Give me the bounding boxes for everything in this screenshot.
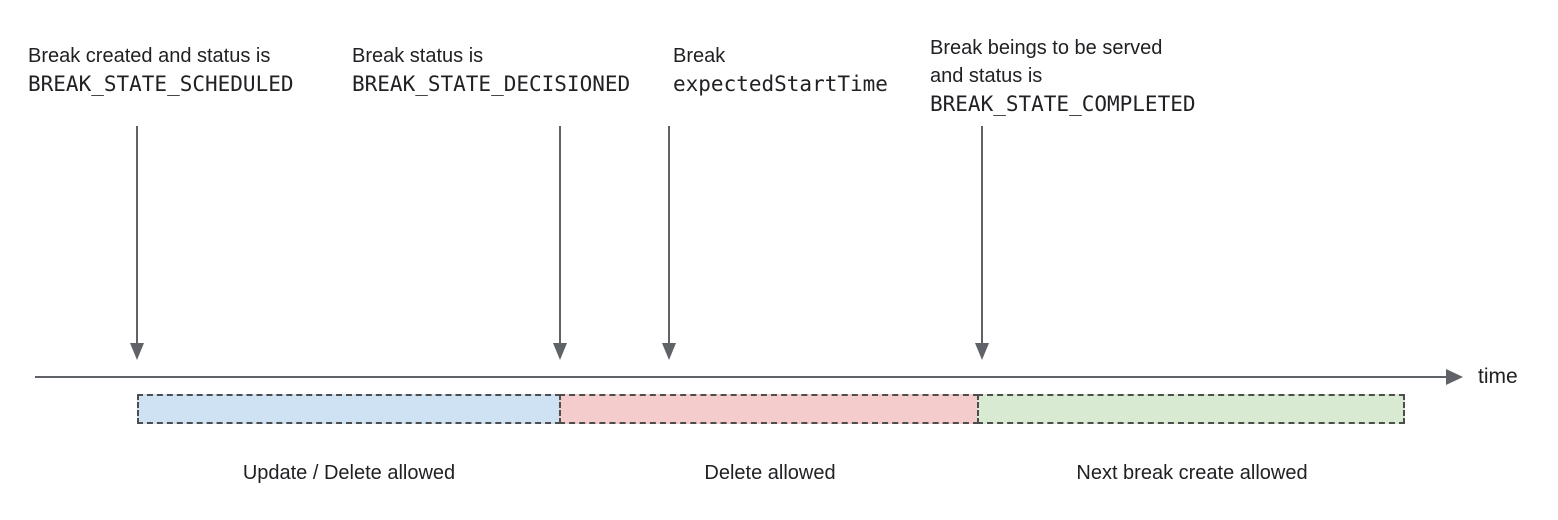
- time-axis-label: time: [1478, 365, 1518, 388]
- segment-update-delete-allowed: [137, 394, 561, 424]
- annotation-code-break-state-decisioned: BREAK_STATE_DECISIONED: [352, 72, 631, 96]
- annotation-break-scheduled: Break created and status is BREAK_STATE_…: [28, 42, 294, 98]
- segment-delete-allowed: [559, 394, 979, 424]
- annotation-code-expected-start-time: expectedStartTime: [673, 72, 888, 96]
- annotation-code-break-state-scheduled: BREAK_STATE_SCHEDULED: [28, 72, 294, 96]
- down-arrow-icon: [552, 126, 568, 360]
- annotation-code-break-state-completed: BREAK_STATE_COMPLETED: [930, 92, 1196, 116]
- arrow-head-icon: [553, 343, 567, 360]
- down-arrow-icon: [661, 126, 677, 360]
- annotation-break-decisioned: Break status is BREAK_STATE_DECISIONED: [352, 42, 630, 98]
- arrow-shaft: [668, 126, 670, 344]
- segment-label-next-break-create-allowed: Next break create allowed: [1076, 462, 1308, 484]
- annotation-text: Break: [673, 45, 726, 67]
- arrow-head-icon: [130, 343, 144, 360]
- arrow-head-icon: [662, 343, 676, 360]
- annotation-expected-start-time: Break expectedStartTime: [673, 42, 888, 98]
- segment-next-break-create-allowed: [977, 394, 1405, 424]
- down-arrow-icon: [974, 126, 990, 360]
- annotation-text: Break beings to be served: [930, 37, 1163, 59]
- time-axis-line: [35, 376, 1448, 378]
- arrow-shaft: [981, 126, 983, 344]
- annotation-text: Break created and status is: [28, 45, 271, 67]
- arrow-shaft: [136, 126, 138, 344]
- annotation-text: Break status is: [352, 45, 484, 67]
- annotation-break-completed: Break beings to be served and status is …: [930, 34, 1196, 118]
- arrow-head-icon: [975, 343, 989, 360]
- right-arrow-icon: [1446, 369, 1463, 385]
- down-arrow-icon: [129, 126, 145, 360]
- annotation-text: and status is: [930, 65, 1043, 87]
- segment-label-delete-allowed: Delete allowed: [704, 462, 836, 484]
- arrow-shaft: [559, 126, 561, 344]
- segment-label-update-delete-allowed: Update / Delete allowed: [242, 462, 456, 484]
